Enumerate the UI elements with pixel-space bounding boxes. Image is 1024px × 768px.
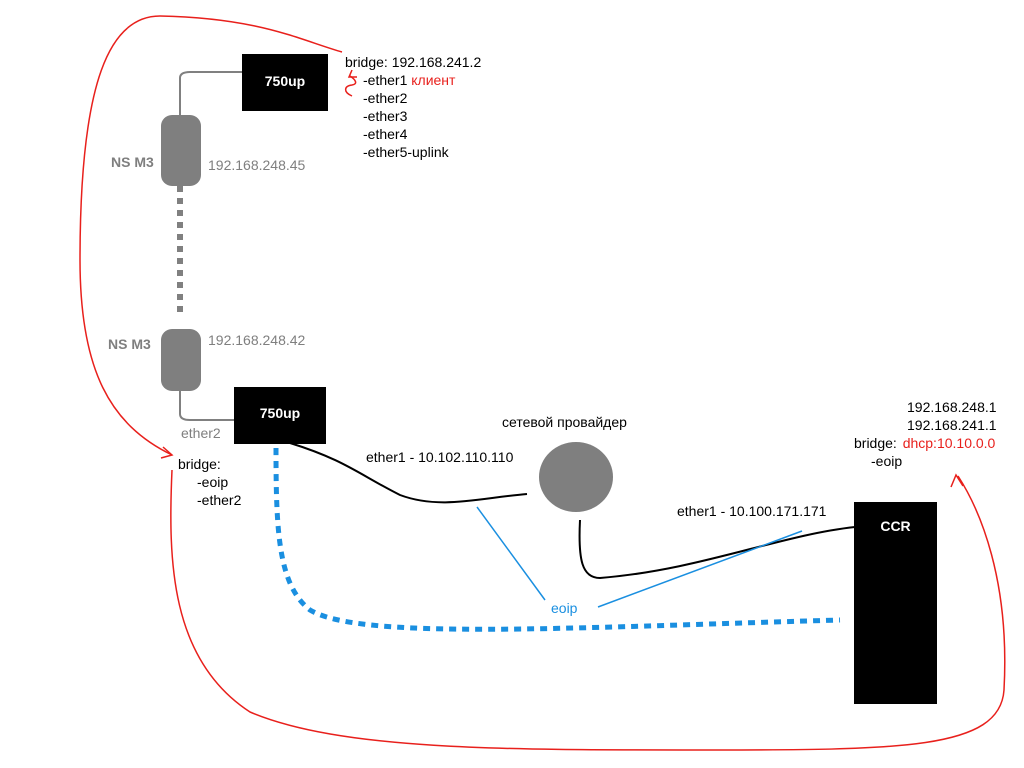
top-bridge-port-name: -ether1 (363, 72, 408, 88)
router-ccr (854, 502, 937, 704)
nsm3-top-label: NS M3 (111, 154, 154, 170)
lower-link-arrow (170, 469, 1006, 751)
bridge-link-arrowhead (160, 446, 174, 459)
cable-nsm3-bottom-to-750up (179, 390, 235, 421)
ccr-ip-248: 192.168.248.1 (907, 399, 997, 415)
router-750up-bottom-label: 750up (259, 405, 301, 421)
eoip-tunnel-line (273, 447, 841, 632)
eoip-pointer-left (476, 506, 546, 601)
client-label: клиент (411, 72, 456, 88)
ccr-dhcp-label: dhcp:10.10.0.0 (902, 435, 996, 451)
red-annotations (79, 15, 1006, 751)
ether2-port-label: ether2 (181, 425, 221, 441)
ccr-bridge-title: bridge: (854, 435, 897, 451)
ccr-bridge-label: bridge: dhcp:10.10.0.0 (854, 434, 995, 452)
ccr-ip-241: 192.168.241.1 (907, 417, 997, 433)
router-750up-bottom (234, 387, 326, 444)
top-bridge-port: -ether3 (363, 108, 408, 124)
top-bridge-port: -ether2 (363, 90, 408, 106)
nsm3-top-ip: 192.168.248.45 (208, 157, 306, 173)
nsm3-bottom-label: NS M3 (108, 336, 151, 352)
provider-label: сетевой провайдер (502, 414, 627, 430)
ether1-left-label: ether1 - 10.102.110.110 (366, 449, 514, 465)
top-bridge-port: -ether4 (363, 126, 408, 142)
nsm3-bottom (161, 329, 201, 391)
lower-link-arrowhead (950, 473, 964, 488)
eoip-pointer-right (597, 530, 803, 608)
client-arrow-head (347, 69, 357, 78)
top-bridge-ports: -ether1 клиент -ether2 -ether3 -ether4 -… (363, 71, 455, 161)
top-bridge-port: -ether1 клиент (363, 71, 455, 89)
eoip-label: eoip (551, 600, 578, 616)
client-arrow (344, 75, 357, 97)
top-bridge-title: bridge: 192.168.241.2 (345, 54, 482, 70)
top-bridge-port: -ether5-uplink (363, 144, 449, 160)
bottom-bridge-title: bridge: (178, 456, 221, 472)
provider-cloud (539, 442, 613, 512)
cable-provider-to-ccr (578, 519, 856, 580)
ccr-bridge-port: -eoip (871, 453, 903, 469)
bottom-bridge-port: -eoip (197, 474, 229, 490)
bottom-bridge-port: -ether2 (197, 492, 242, 508)
bridge-link-arrow (79, 15, 343, 456)
cable-nsm3-top-to-750up (179, 71, 243, 115)
nsm3-bottom-ip: 192.168.248.42 (208, 332, 306, 348)
router-ccr-label: CCR (880, 518, 911, 534)
router-750up-top-label: 750up (264, 73, 306, 89)
cable-750up-to-provider (289, 442, 528, 504)
nsm3-top (161, 115, 201, 186)
router-750up-top (242, 54, 328, 111)
ether1-right-label: ether1 - 10.100.171.171 (677, 503, 827, 519)
